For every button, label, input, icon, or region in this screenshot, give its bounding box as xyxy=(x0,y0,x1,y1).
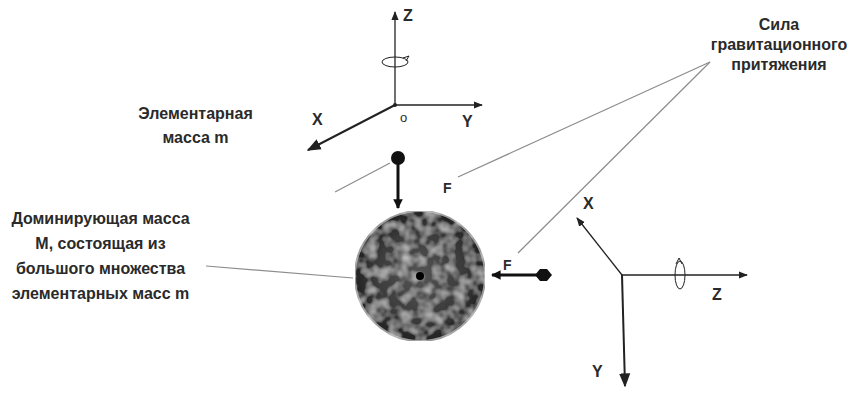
axis-label: X xyxy=(583,194,594,214)
leader-line xyxy=(335,163,390,192)
axis-label: X xyxy=(312,110,323,130)
leader-line xyxy=(206,266,353,278)
y-axis xyxy=(622,275,625,386)
z-axis xyxy=(394,12,395,105)
axis-label: Y xyxy=(462,112,473,132)
right-axes xyxy=(577,218,747,386)
force-caption: Сила гравитационного притяжения xyxy=(704,15,854,75)
y-axis xyxy=(395,104,482,105)
rotation-ellipse xyxy=(382,57,408,67)
leaders xyxy=(206,62,710,278)
rotation-ellipse xyxy=(675,261,685,289)
top-axes xyxy=(308,12,482,150)
rotation-arrow xyxy=(403,56,409,61)
rotation-arrow xyxy=(676,258,682,264)
mass-center xyxy=(416,272,424,280)
leader-line xyxy=(518,62,710,253)
elementary-mass xyxy=(391,151,405,165)
origin-label: o xyxy=(400,108,407,128)
axis-label: Y xyxy=(592,362,603,382)
dominant-mass xyxy=(355,211,485,341)
force-label: F xyxy=(443,178,452,198)
x-axis xyxy=(577,218,622,275)
axis-label: Z xyxy=(403,6,413,26)
origin-point xyxy=(393,103,397,107)
dominant-mass-caption: Доминирующая масса M, состоящая из больш… xyxy=(3,206,198,306)
elementary-mass xyxy=(535,269,552,281)
x-axis xyxy=(308,105,395,150)
leader-line xyxy=(458,62,710,177)
force-label: F xyxy=(503,255,512,275)
axis-label: Z xyxy=(712,285,722,305)
mass-caption: Элементарная масса m xyxy=(128,102,263,150)
force-arrow xyxy=(397,160,400,208)
